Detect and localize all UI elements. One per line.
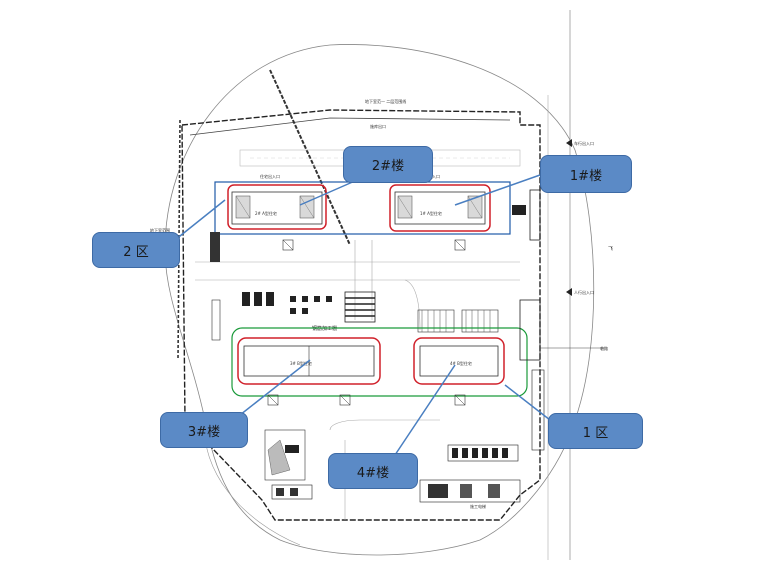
building4-outline <box>413 337 505 385</box>
fly-mark: 飞 <box>608 246 613 252</box>
callout-building3: 3#楼 <box>160 412 248 448</box>
right-equipment <box>512 189 545 451</box>
res-gate-left: 住宅出入口 <box>260 173 280 179</box>
bottom-facilities <box>264 429 521 503</box>
underground-garage: 地下室范围 <box>150 227 170 233</box>
zone1-outline <box>231 327 528 397</box>
callout-zone1-text: 1 区 <box>582 425 609 441</box>
zone2-outline <box>214 181 511 235</box>
callout-zone2-text: 2 区 <box>123 244 149 260</box>
building3-outline <box>237 337 381 385</box>
callout-building3-text: 3#楼 <box>187 424 221 440</box>
bldg2-tag: 2# A型住宅 <box>255 210 277 216</box>
bldg4-tag: 4# B型住宅 <box>450 360 472 366</box>
site-fence <box>181 109 541 521</box>
bldg1-tag: 1# A型住宅 <box>420 210 442 216</box>
crane-boom <box>269 69 351 246</box>
main-gate-text: 施库出口 <box>370 123 386 129</box>
right-gate-top: 车行出入口 <box>574 140 594 146</box>
callout-building2-text: 2#楼 <box>371 159 405 174</box>
building2-outline <box>227 184 327 230</box>
callout-building4-text: 4#楼 <box>356 465 390 481</box>
callout-building1-text: 1#楼 <box>569 168 603 184</box>
right-gate-bottom: 人行出入口 <box>574 289 594 295</box>
callout-building2: 2#楼 <box>343 146 433 183</box>
bottom-tag: 施工电梯 <box>470 503 486 509</box>
top-road-text: 地下室范一 二层范围线 <box>365 98 406 104</box>
callout-zone2: 2 区 <box>92 232 180 268</box>
callout-building4: 4#楼 <box>328 453 418 489</box>
callout-building1: 1#楼 <box>540 155 632 193</box>
bldg3-tag: 3# B型住宅 <box>290 360 312 366</box>
material-yard <box>242 291 376 323</box>
road-mark: 临路 <box>600 345 608 351</box>
callout-zone1: 1 区 <box>548 413 643 449</box>
building1-outline <box>389 184 491 232</box>
striped-storage <box>417 309 499 333</box>
